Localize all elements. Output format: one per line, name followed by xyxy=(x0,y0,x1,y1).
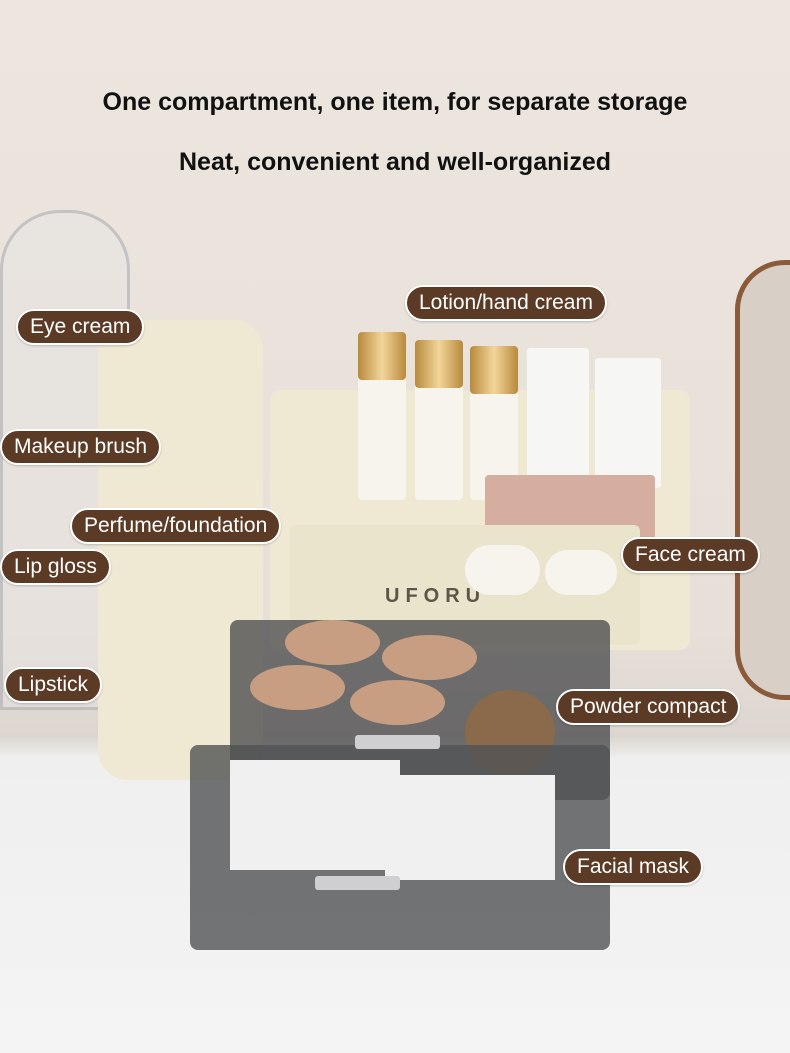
label-lotion-hand-cream: Lotion/hand cream xyxy=(405,285,607,321)
powder-puff xyxy=(285,620,380,665)
hand-cream-tube xyxy=(595,358,661,488)
face-cream-jar xyxy=(545,550,617,595)
headline: One compartment, one item, for separate … xyxy=(102,88,688,116)
label-lipstick: Lipstick xyxy=(4,667,103,703)
drawer-handle[interactable] xyxy=(315,876,400,890)
facial-mask-pack xyxy=(385,775,555,880)
powder-puff xyxy=(250,665,345,710)
powder-puff xyxy=(350,680,445,725)
bottle-cap xyxy=(358,332,406,380)
subheadline: Neat, convenient and well-organized xyxy=(178,148,612,176)
label-face-cream: Face cream xyxy=(621,537,760,573)
bottle-cap xyxy=(470,346,518,394)
label-makeup-brush: Makeup brush xyxy=(0,429,162,465)
label-lip-gloss: Lip gloss xyxy=(0,549,111,585)
label-facial-mask: Facial mask xyxy=(563,849,704,885)
facial-mask-pack xyxy=(230,760,400,870)
powder-puff xyxy=(382,635,477,680)
face-cream-jar xyxy=(465,545,540,595)
bottle-cap xyxy=(415,340,463,388)
label-perfume-foundation: Perfume/foundation xyxy=(70,508,282,544)
brand-logo: UFORU xyxy=(385,585,487,607)
label-eye-cream: Eye cream xyxy=(16,309,145,345)
label-powder-compact: Powder compact xyxy=(556,689,741,725)
drawer-handle[interactable] xyxy=(355,735,440,749)
mirror xyxy=(735,260,790,700)
hand-cream-tube xyxy=(527,348,589,478)
